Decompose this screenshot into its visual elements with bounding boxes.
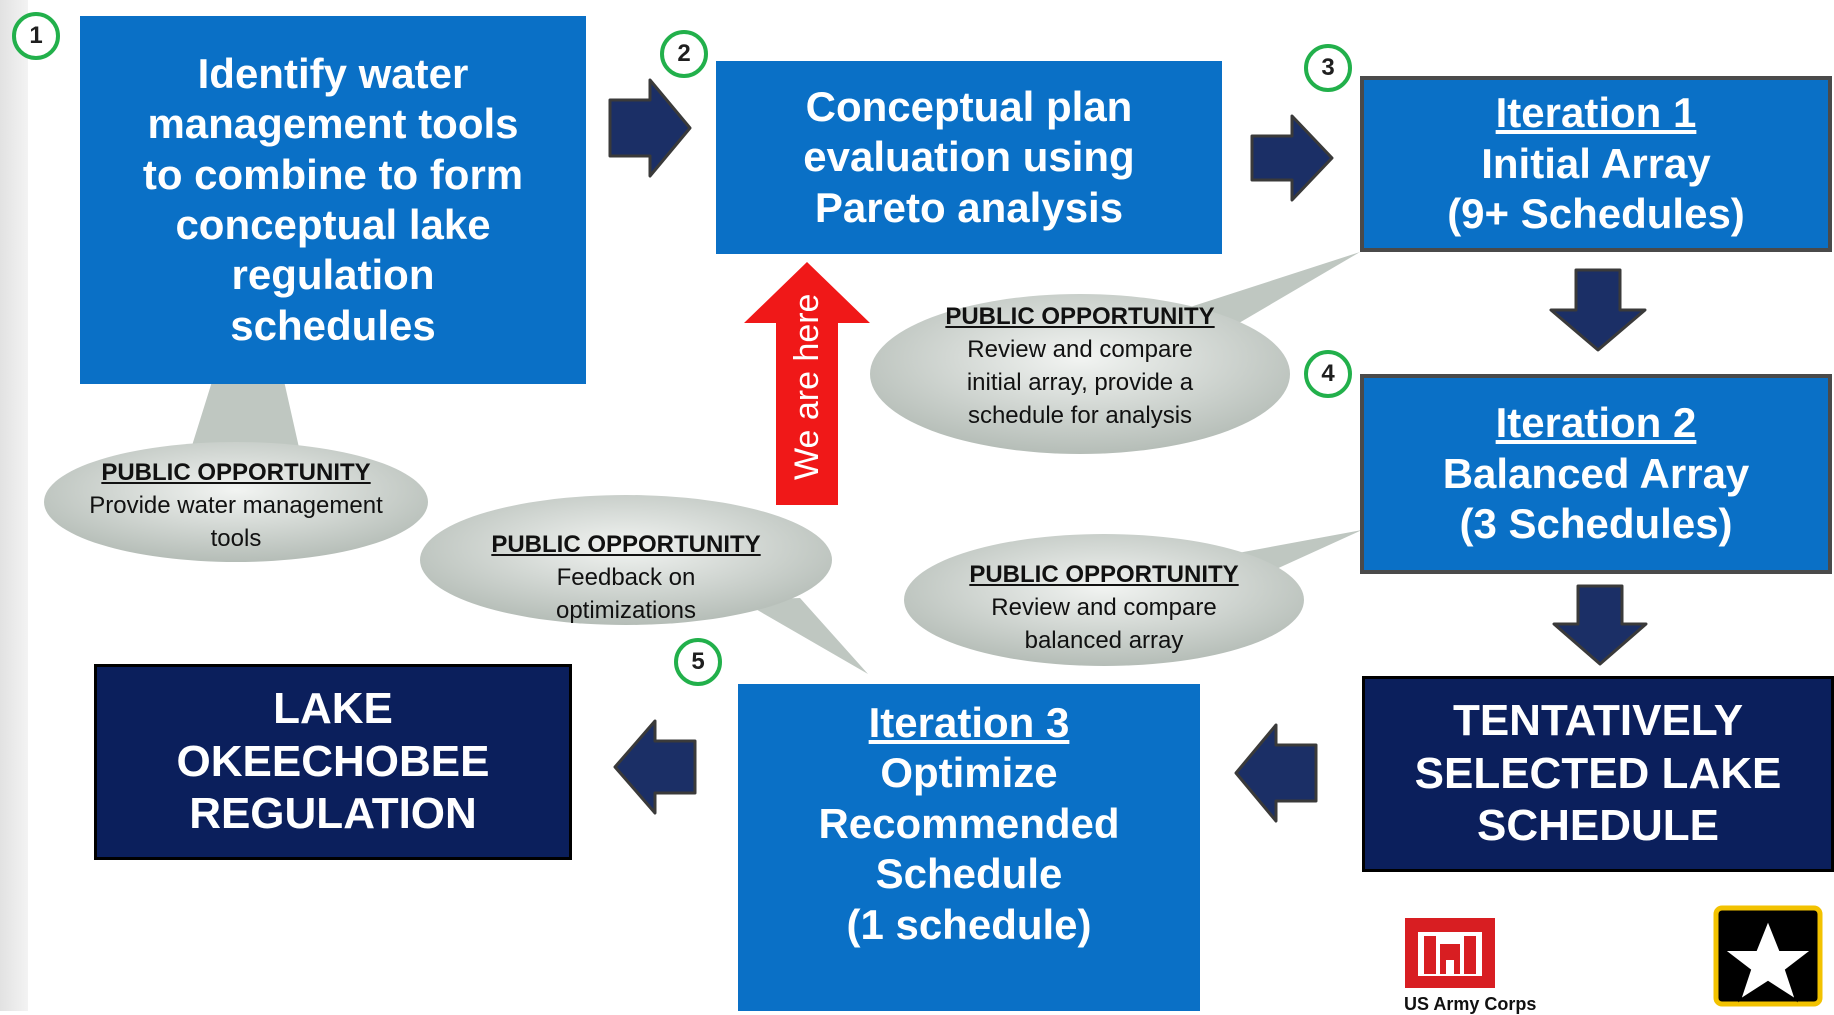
step-3-line: Initial Array [1481,139,1711,187]
public-opportunity-heading: PUBLIC OPPORTUNITY [491,531,761,558]
step-5-badge: 5 [674,638,722,686]
step-2-line: evaluation using [803,133,1135,181]
public-opportunity-line: balanced array [1024,627,1184,655]
arrow-tentative-to-step5 [1234,723,1318,823]
tentative-schedule-box: TENTATIVELY SELECTED LAKE SCHEDULE [1362,676,1834,872]
public-opportunity-2: PUBLIC OPPORTUNITY Review and compare in… [900,300,1260,432]
step-4-title: Iteration 2 [1495,399,1697,447]
slide-left-strip [0,0,28,1011]
public-opportunity-line: Provide water management [89,492,383,520]
public-opportunity-line: tools [210,525,262,553]
step-1-line: schedules [230,301,436,349]
step-2-badge: 2 [660,30,708,78]
step-3-box: Iteration 1 Initial Array (9+ Schedules) [1360,76,1832,252]
final-line: LAKE [273,683,393,733]
public-opportunity-heading: PUBLIC OPPORTUNITY [945,303,1215,330]
step-1-line: management tools [147,100,519,148]
arrow-step1-to-step2 [608,78,692,178]
step-2-line: Conceptual plan [805,82,1133,130]
public-opportunity-bubble-2 [870,252,1360,454]
public-opportunity-1: PUBLIC OPPORTUNITY Provide water managem… [56,456,416,555]
step-3-title: Iteration 1 [1495,89,1697,137]
step-1-line: to combine to form [142,150,524,198]
arrow-step3-to-step4 [1549,268,1647,352]
public-opportunity-3: PUBLIC OPPORTUNITY Feedback on optimizat… [446,528,806,627]
tentative-line: TENTATIVELY [1452,695,1744,745]
public-opportunity-4: PUBLIC OPPORTUNITY Review and compare ba… [924,558,1284,657]
final-line: REGULATION [189,789,477,839]
step-4-badge: 4 [1304,350,1352,398]
public-opportunity-heading: PUBLIC OPPORTUNITY [101,459,371,486]
tentative-line: SCHEDULE [1476,801,1720,851]
tentative-line: SELECTED LAKE [1414,748,1782,798]
step-3-line: (9+ Schedules) [1447,190,1745,238]
public-opportunity-bubble-1 [44,372,428,562]
final-line: OKEECHOBEE [176,736,490,786]
arrow-step4-to-tentative [1552,584,1648,666]
step-1-line: Identify water [197,49,469,97]
public-opportunity-bubble-3 [420,495,868,674]
arrow-step5-to-final [613,719,697,815]
army-star-logo [1713,905,1823,1007]
step-5-line: Recommended [818,799,1120,847]
public-opportunity-line: initial array, provide a [966,369,1194,397]
we-are-here-label: We are here [788,293,826,480]
step-4-line: (3 Schedules) [1459,500,1733,548]
step-3-badge: 3 [1304,44,1352,92]
public-opportunity-bubble-4 [904,530,1362,666]
step-5-line: Optimize [880,749,1058,797]
public-opportunity-line: schedule for analysis [967,402,1193,430]
step-1-badge: 1 [12,12,60,60]
step-5-title: Iteration 3 [868,699,1070,746]
we-are-here-arrow-shape [744,262,870,505]
step-2-line: Pareto analysis [814,183,1124,231]
step-5-line: (1 schedule) [846,900,1092,948]
public-opportunity-heading: PUBLIC OPPORTUNITY [969,561,1239,588]
usace-label: US Army Corps [1404,994,1537,1014]
step-5-box: Iteration 3 Optimize Recommended Schedul… [738,684,1200,1011]
public-opportunity-line: Review and compare [967,336,1193,364]
step-5-line: Schedule [875,850,1063,898]
public-opportunity-line: Review and compare [991,594,1217,622]
step-2-box: Conceptual plan evaluation using Pareto … [716,61,1222,254]
step-1-line: regulation [231,251,435,299]
public-opportunity-line: optimizations [555,597,697,625]
step-4-box: Iteration 2 Balanced Array (3 Schedules) [1360,374,1832,574]
public-opportunity-line: Feedback on [556,564,696,592]
final-regulation-box: LAKE OKEECHOBEE REGULATION [94,664,572,860]
usace-castle-logo [1405,918,1495,988]
arrow-step2-to-step3 [1250,114,1334,202]
step-4-line: Balanced Array [1442,449,1750,497]
step-1-line: conceptual lake [175,201,491,248]
step-1-box: Identify water management tools to combi… [80,16,586,384]
